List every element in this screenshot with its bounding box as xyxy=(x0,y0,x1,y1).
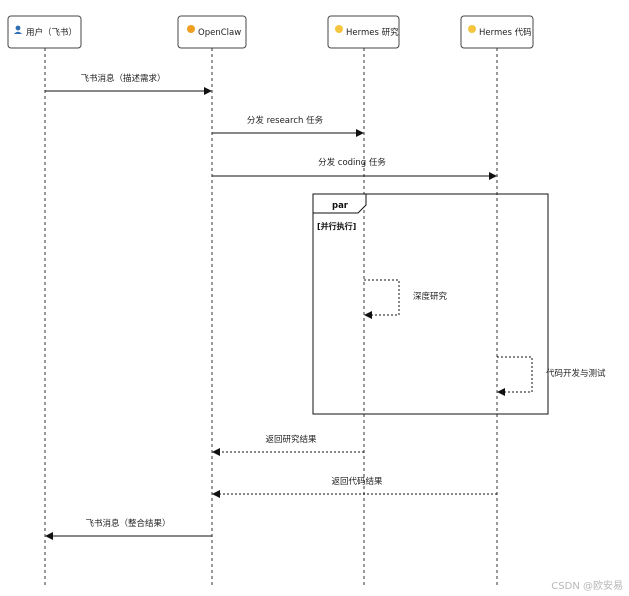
fragment-condition: [并行执行] xyxy=(317,221,356,231)
participant-openclaw: OpenClaw xyxy=(177,15,247,49)
message-label: 分发 coding 任务 xyxy=(318,157,386,168)
message-label: 飞书消息（整合结果） xyxy=(85,518,170,529)
yellow-dot-icon xyxy=(335,25,343,33)
message-label: 深度研究 xyxy=(413,291,448,302)
message-2: 分发 research 任务 xyxy=(212,115,364,137)
participant-code: Hermes 代码 xyxy=(460,15,534,49)
orange-dot-icon xyxy=(187,25,195,33)
participant-label-research: Hermes 研究 xyxy=(346,27,399,38)
person-icon xyxy=(14,25,22,34)
message-label: 返回代码结果 xyxy=(331,476,383,487)
watermark: CSDN @欧安易 xyxy=(551,581,623,592)
message-3: 分发 coding 任务 xyxy=(212,157,497,180)
participant-label-user: 用户（飞书） xyxy=(26,27,77,38)
message-label: 飞书消息（描述需求） xyxy=(80,73,165,84)
message-label: 代码开发与测试 xyxy=(546,368,606,379)
yellow-dot-icon xyxy=(468,25,476,33)
participant-label-openclaw: OpenClaw xyxy=(198,28,241,38)
message-8: 飞书消息（整合结果） xyxy=(45,518,212,540)
message-6: 返回研究结果 xyxy=(212,434,364,456)
message-label: 分发 research 任务 xyxy=(247,115,324,126)
participant-research: Hermes 研究 xyxy=(327,15,400,49)
message-5: 代码开发与测试 xyxy=(497,356,606,396)
message-1: 飞书消息（描述需求） xyxy=(45,73,212,95)
fragment-operator: par xyxy=(332,201,349,211)
message-4: 深度研究 xyxy=(364,279,448,319)
participant-user: 用户（飞书） xyxy=(7,15,82,49)
participant-label-code: Hermes 代码 xyxy=(479,27,532,38)
message-7: 返回代码结果 xyxy=(212,476,497,498)
message-label: 返回研究结果 xyxy=(265,434,317,445)
par-fragment: par [并行执行] xyxy=(312,193,549,415)
